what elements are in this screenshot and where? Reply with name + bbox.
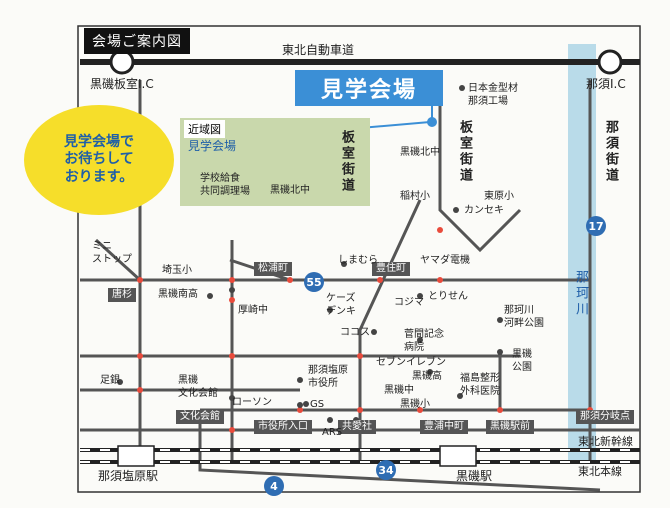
place-ashigin: 足銀 — [100, 375, 120, 386]
place-ministop: ミニ ストップ — [92, 241, 132, 265]
intersection-matsuuracho: 松浦町 — [254, 262, 292, 276]
inset-venue: 見学会場 — [188, 139, 237, 153]
place-shimamura: しまむら — [338, 255, 378, 266]
place-kuroiso-park: 黒磯 公園 — [512, 349, 532, 373]
river-area — [568, 44, 596, 462]
place-kojima: コジマ — [394, 297, 424, 308]
station-nasushiobara: 那須塩原駅 — [98, 469, 159, 483]
inset-road: 板室街道 — [339, 130, 354, 194]
rail-honsen: 東北本線 — [578, 465, 622, 478]
route-34-shield: 34 — [376, 460, 396, 480]
station-nasushiobara-mark — [117, 445, 155, 467]
intersection-toyoura: 豊浦中町 — [420, 420, 468, 434]
ic-nasu-circle — [597, 49, 623, 75]
label-ic-kuroiso: 黒磯板室I.C — [90, 77, 154, 91]
place-fukushima-clinic: 福島整形 外科医院 — [460, 373, 500, 397]
venue-dot — [427, 117, 437, 127]
route-17-shield: 17 — [586, 216, 606, 236]
place-company: 日本金型材 那須工場 — [468, 83, 518, 107]
route-55-shield: 55 — [304, 272, 324, 292]
place-nakagawa-park: 那珂川 河畔公園 — [504, 305, 544, 329]
place-ars: ARS — [322, 427, 343, 438]
place-kuroiso-kita-jhs: 黒磯北中 — [400, 147, 440, 158]
place-kuroiso-bunka: 黒磯 文化会館 — [178, 375, 218, 399]
intersection-nasu-bunkiten: 那須分岐点 — [576, 410, 634, 424]
intersection-karasugi: 唐杉 — [108, 288, 136, 302]
label-ic-nasu: 那須I.C — [586, 77, 626, 91]
place-atsusaki-jhs: 厚崎中 — [238, 305, 268, 316]
place-kuroiso-minami-hs: 黒磯南高 — [158, 289, 198, 300]
intersection-toyosumicho: 豊住町 — [372, 262, 410, 276]
place-inamura-es: 稲村小 — [400, 191, 430, 202]
place-kuroiso-hs: 黒磯高 — [412, 371, 442, 382]
place-keys-denki: ケーズ デンキ — [326, 293, 356, 317]
place-cocos: ココス — [340, 327, 370, 338]
route-4-shield: 4 — [264, 476, 284, 496]
inset-school: 黒磯北中 — [270, 185, 310, 196]
intersection-kuroiso-ekimae: 黒磯駅前 — [486, 420, 534, 434]
inset-kitchen: 学校給食 共同調理場 — [200, 173, 250, 197]
label-nasu-road: 那須街道 — [603, 120, 618, 184]
label-river: 那珂川 — [573, 270, 588, 318]
place-kuroiso-jhs: 黒磯中 — [384, 385, 414, 396]
label-itamuro-road: 板室街道 — [457, 120, 472, 184]
inset-title: 近域図 — [184, 120, 225, 138]
venue-pointers — [359, 106, 433, 129]
welcome-text: 見学会場で お待ちして おります。 — [64, 133, 134, 185]
place-seven-eleven: セブンイレブン — [376, 357, 446, 368]
place-torisen: とりせん — [428, 291, 468, 302]
intersection-shiyakusho: 市役所入口 — [254, 420, 312, 434]
station-kuroiso-mark — [439, 445, 477, 467]
label-expressway: 東北自動車道 — [282, 43, 355, 57]
welcome-bubble: 見学会場で お待ちして おります。 — [24, 105, 174, 215]
place-kuroiso-es: 黒磯小 — [400, 399, 430, 410]
place-gs: GS — [310, 399, 325, 410]
map-title: 会場ご案内図 — [84, 28, 190, 54]
poi-dots — [117, 85, 503, 423]
place-kansek: カンセキ — [464, 205, 504, 216]
station-kuroiso: 黒磯駅 — [456, 469, 493, 483]
signal-markers — [137, 227, 593, 433]
place-sakitama-es: 埼玉小 — [162, 265, 192, 276]
place-lawson: ローソン — [232, 397, 272, 408]
rail-shinkansen: 東北新幹線 — [578, 435, 633, 448]
intersection-bunka: 文化会館 — [176, 410, 224, 424]
place-higashi-es: 東原小 — [484, 191, 514, 202]
map-frame — [77, 25, 641, 493]
place-yamada: ヤマダ電機 — [420, 255, 470, 266]
place-sugama-hospital: 菅間記念 病院 — [404, 329, 444, 353]
ic-kuroiso-circle — [109, 49, 135, 75]
railways — [80, 448, 640, 464]
road-network — [80, 70, 640, 492]
intersection-kyoaisha: 共愛社 — [338, 420, 376, 434]
venue-label: 見学会場 — [295, 70, 443, 106]
place-city-hall: 那須塩原 市役所 — [308, 365, 348, 389]
